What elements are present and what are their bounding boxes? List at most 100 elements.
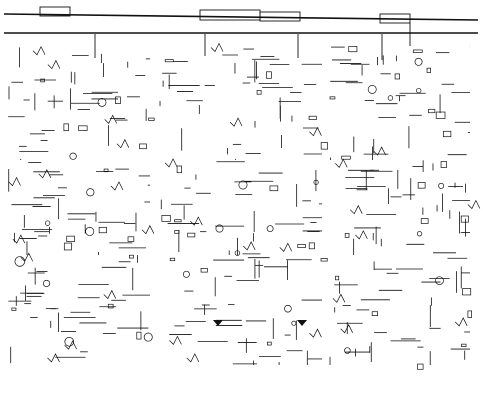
component — [420, 218, 429, 224]
component — [279, 242, 293, 252]
transistor-symbol — [435, 276, 444, 285]
component — [103, 289, 117, 300]
component — [308, 115, 317, 120]
component — [78, 125, 88, 131]
component — [8, 176, 21, 187]
transistor-symbol — [14, 256, 26, 267]
middle-right-stage — [335, 158, 481, 255]
component — [187, 232, 196, 238]
supply-rails — [3, 6, 479, 34]
transistor-symbol — [344, 347, 351, 354]
transistor-symbol — [238, 180, 248, 190]
component — [440, 161, 447, 168]
component — [350, 204, 363, 215]
middle-middle-stage — [160, 158, 322, 256]
component — [169, 257, 176, 262]
transistor-symbol — [69, 152, 77, 160]
component — [428, 108, 436, 114]
component — [63, 123, 69, 132]
transistor-symbol — [416, 87, 422, 94]
component — [20, 252, 34, 262]
component — [355, 230, 368, 240]
diode-symbol — [297, 320, 307, 326]
component — [186, 353, 200, 363]
lower-right-stage — [329, 257, 472, 370]
component — [141, 224, 155, 235]
component — [340, 324, 353, 334]
component — [269, 185, 279, 192]
transistor-symbol — [64, 337, 75, 347]
transistor-symbol — [291, 320, 297, 326]
component — [40, 78, 45, 83]
transistor-symbol — [387, 95, 394, 101]
component — [309, 126, 322, 137]
component — [443, 130, 452, 138]
component — [426, 67, 431, 73]
middle-left-stage — [8, 162, 155, 255]
transistor-symbol — [438, 182, 445, 189]
component — [148, 117, 155, 121]
transistor-symbol — [85, 226, 95, 236]
transistor-symbol — [266, 225, 274, 233]
component — [161, 215, 171, 222]
circuit-blocks — [8, 22, 481, 370]
component — [332, 293, 346, 303]
top-rail — [3, 13, 479, 21]
component — [47, 59, 61, 70]
lower-left-stage — [8, 252, 153, 364]
component — [47, 353, 60, 363]
component — [308, 242, 315, 250]
rail-component — [259, 11, 301, 22]
transistor-symbol — [367, 84, 377, 94]
upper-right-stage — [329, 46, 470, 160]
transistor-symbol — [284, 304, 292, 313]
component — [344, 233, 350, 238]
upper-middle-stage — [159, 42, 328, 160]
component — [104, 114, 118, 124]
component — [348, 46, 358, 53]
component — [115, 96, 121, 104]
transistor-symbol — [143, 332, 153, 342]
transistor-symbol — [414, 57, 423, 66]
component — [164, 59, 174, 63]
component — [200, 268, 208, 273]
component — [373, 146, 386, 156]
component — [242, 241, 256, 251]
component — [417, 363, 424, 370]
component — [267, 341, 272, 346]
component — [174, 230, 180, 234]
transistor-symbol — [416, 231, 423, 237]
component — [164, 158, 178, 168]
component — [107, 303, 114, 309]
transistor-symbol — [182, 270, 190, 278]
component — [417, 182, 426, 189]
component — [139, 143, 147, 150]
upper-left-stage — [8, 45, 155, 160]
transistor-symbol — [44, 220, 51, 226]
component — [329, 96, 336, 100]
component — [256, 90, 262, 95]
component — [309, 328, 322, 338]
component — [38, 169, 52, 179]
component — [462, 288, 472, 296]
component — [467, 310, 472, 318]
component — [64, 340, 77, 350]
transistor-symbol — [42, 279, 51, 288]
diode-symbol — [213, 320, 223, 326]
lower-middle-stage — [169, 257, 328, 365]
component — [229, 117, 243, 127]
component — [190, 216, 203, 226]
component — [297, 244, 306, 248]
component — [266, 71, 272, 79]
component — [454, 317, 468, 327]
component — [169, 335, 182, 345]
component — [63, 242, 72, 251]
transistor-symbol — [86, 188, 95, 197]
component — [461, 343, 467, 347]
component — [176, 165, 182, 174]
component — [467, 199, 481, 210]
transistor-symbol — [97, 97, 107, 107]
component — [210, 42, 224, 53]
component — [32, 45, 46, 56]
